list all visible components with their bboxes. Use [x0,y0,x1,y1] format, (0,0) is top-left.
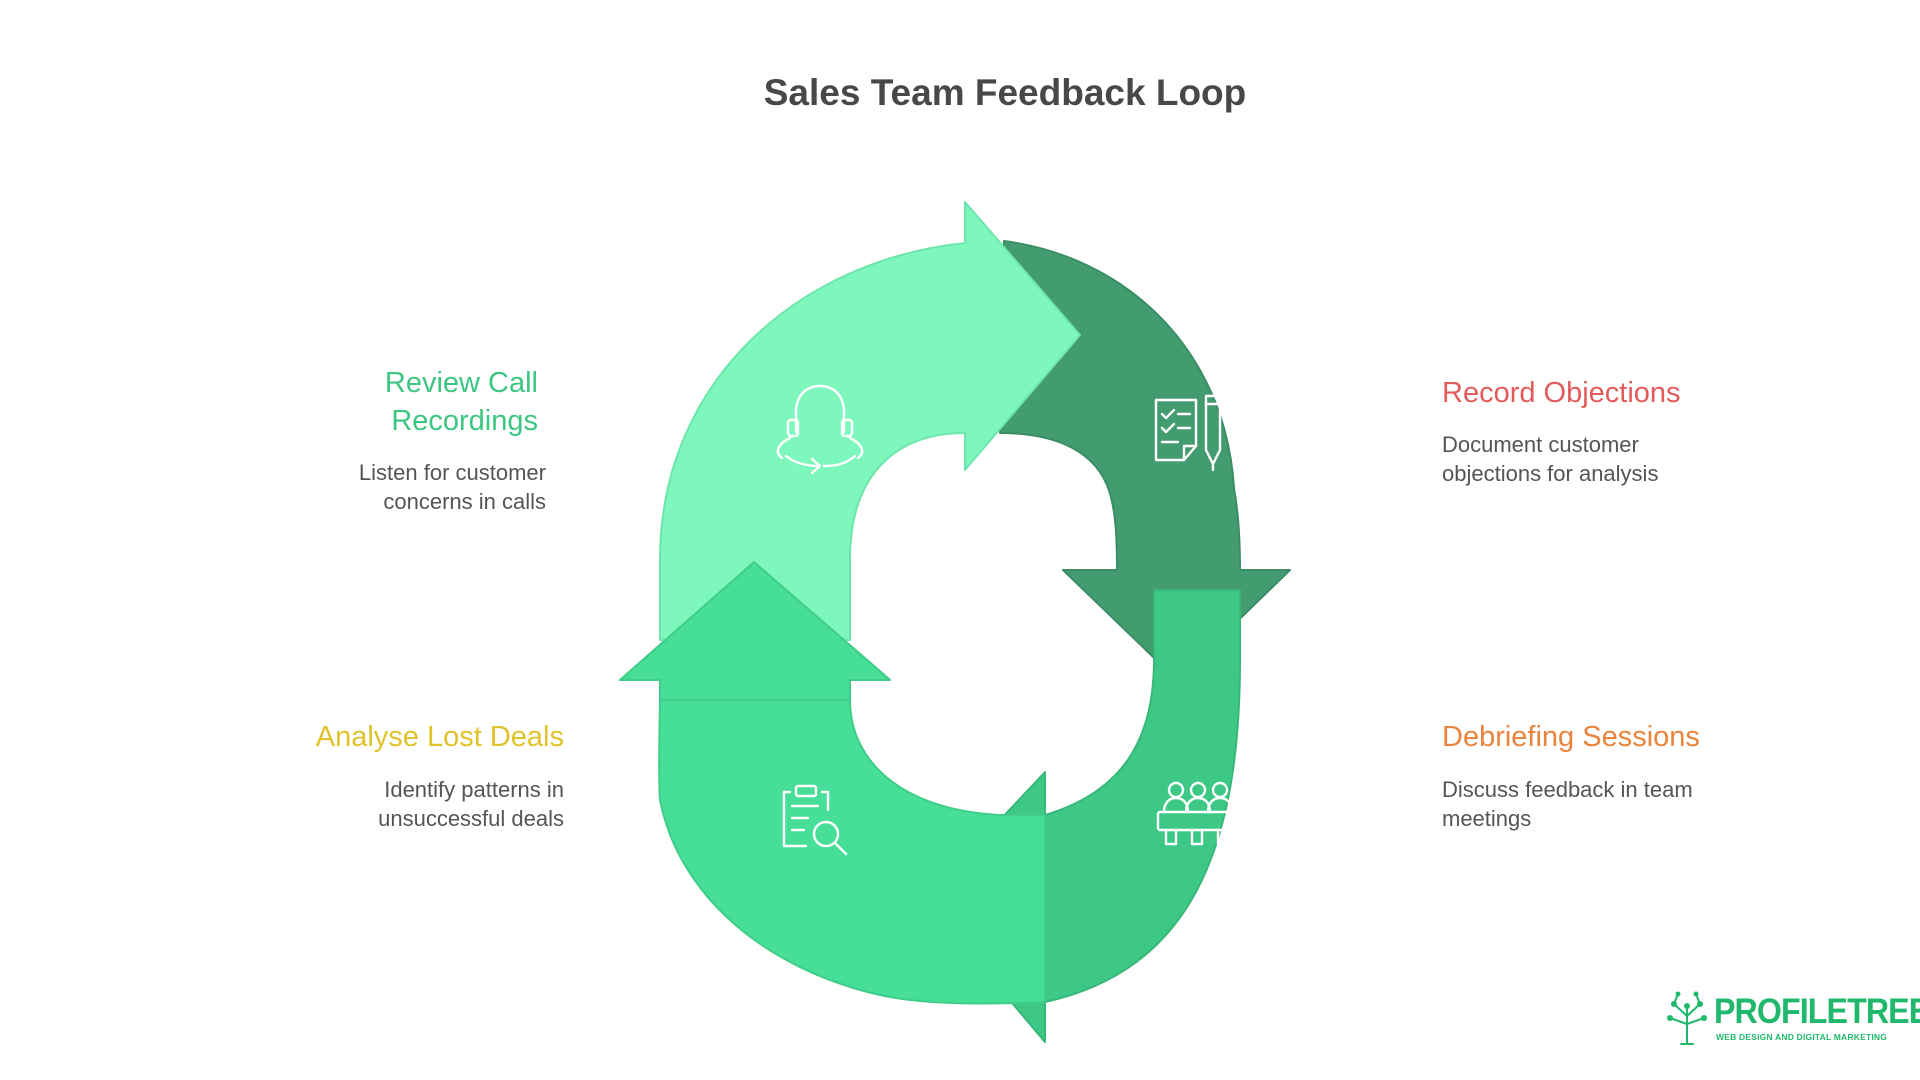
checklist-pen-icon [1154,394,1222,472]
step-title-line: Debriefing Sessions [1442,721,1700,753]
step-desc-debriefing-sessions: Discuss feedback in team meetings [1442,775,1693,833]
step-desc-line: Discuss feedback in team [1442,777,1693,802]
step-desc-review-call-recordings: Listen for customer concerns in calls [359,458,546,516]
step-title-record-objections: Record Objections [1442,374,1681,412]
step-title-line: Recordings [391,405,538,437]
step-desc-line: concerns in calls [383,489,546,514]
step-desc-line: meetings [1442,806,1532,831]
logo-wordmark: PROFILETREE [1714,992,1920,1031]
team-meeting-icon [1156,781,1240,846]
step-desc-line: Listen for customer [358,460,546,485]
step-title-review-call-recordings: Review Call Recordings [385,364,538,440]
step-desc-analyse-lost-deals: Identify patterns in unsuccessful deals [378,775,564,833]
step-title-line: Record Objections [1442,377,1681,409]
tree-network-icon [1667,991,1707,1045]
step-desc-line: unsuccessful deals [378,806,564,831]
step-desc-line: Identify patterns in [384,777,564,802]
cycle-segment-record-objections [999,240,1291,681]
cycle-arrowhead-analyse-lost-deals [619,561,891,701]
cycle-segment-review-call-recordings [659,201,1081,641]
headset-cycle-icon [776,384,864,475]
step-desc-line: objections for analysis [1442,461,1659,486]
step-title-line: Review Call [384,367,538,399]
step-title-line: Analyse Lost Deals [315,721,564,753]
step-title-analyse-lost-deals: Analyse Lost Deals [316,718,564,756]
step-desc-record-objections: Document customer objections for analysi… [1442,430,1658,488]
logo-tagline: WEB DESIGN AND DIGITAL MARKETING [1716,1032,1888,1042]
step-desc-line: Document customer [1442,432,1639,457]
clipboard-search-icon [782,784,848,856]
step-title-debriefing-sessions: Debriefing Sessions [1442,718,1700,756]
profiletree-logo: PROFILETREE WEB DESIGN AND DIGITAL MARKE… [1664,990,1920,1050]
